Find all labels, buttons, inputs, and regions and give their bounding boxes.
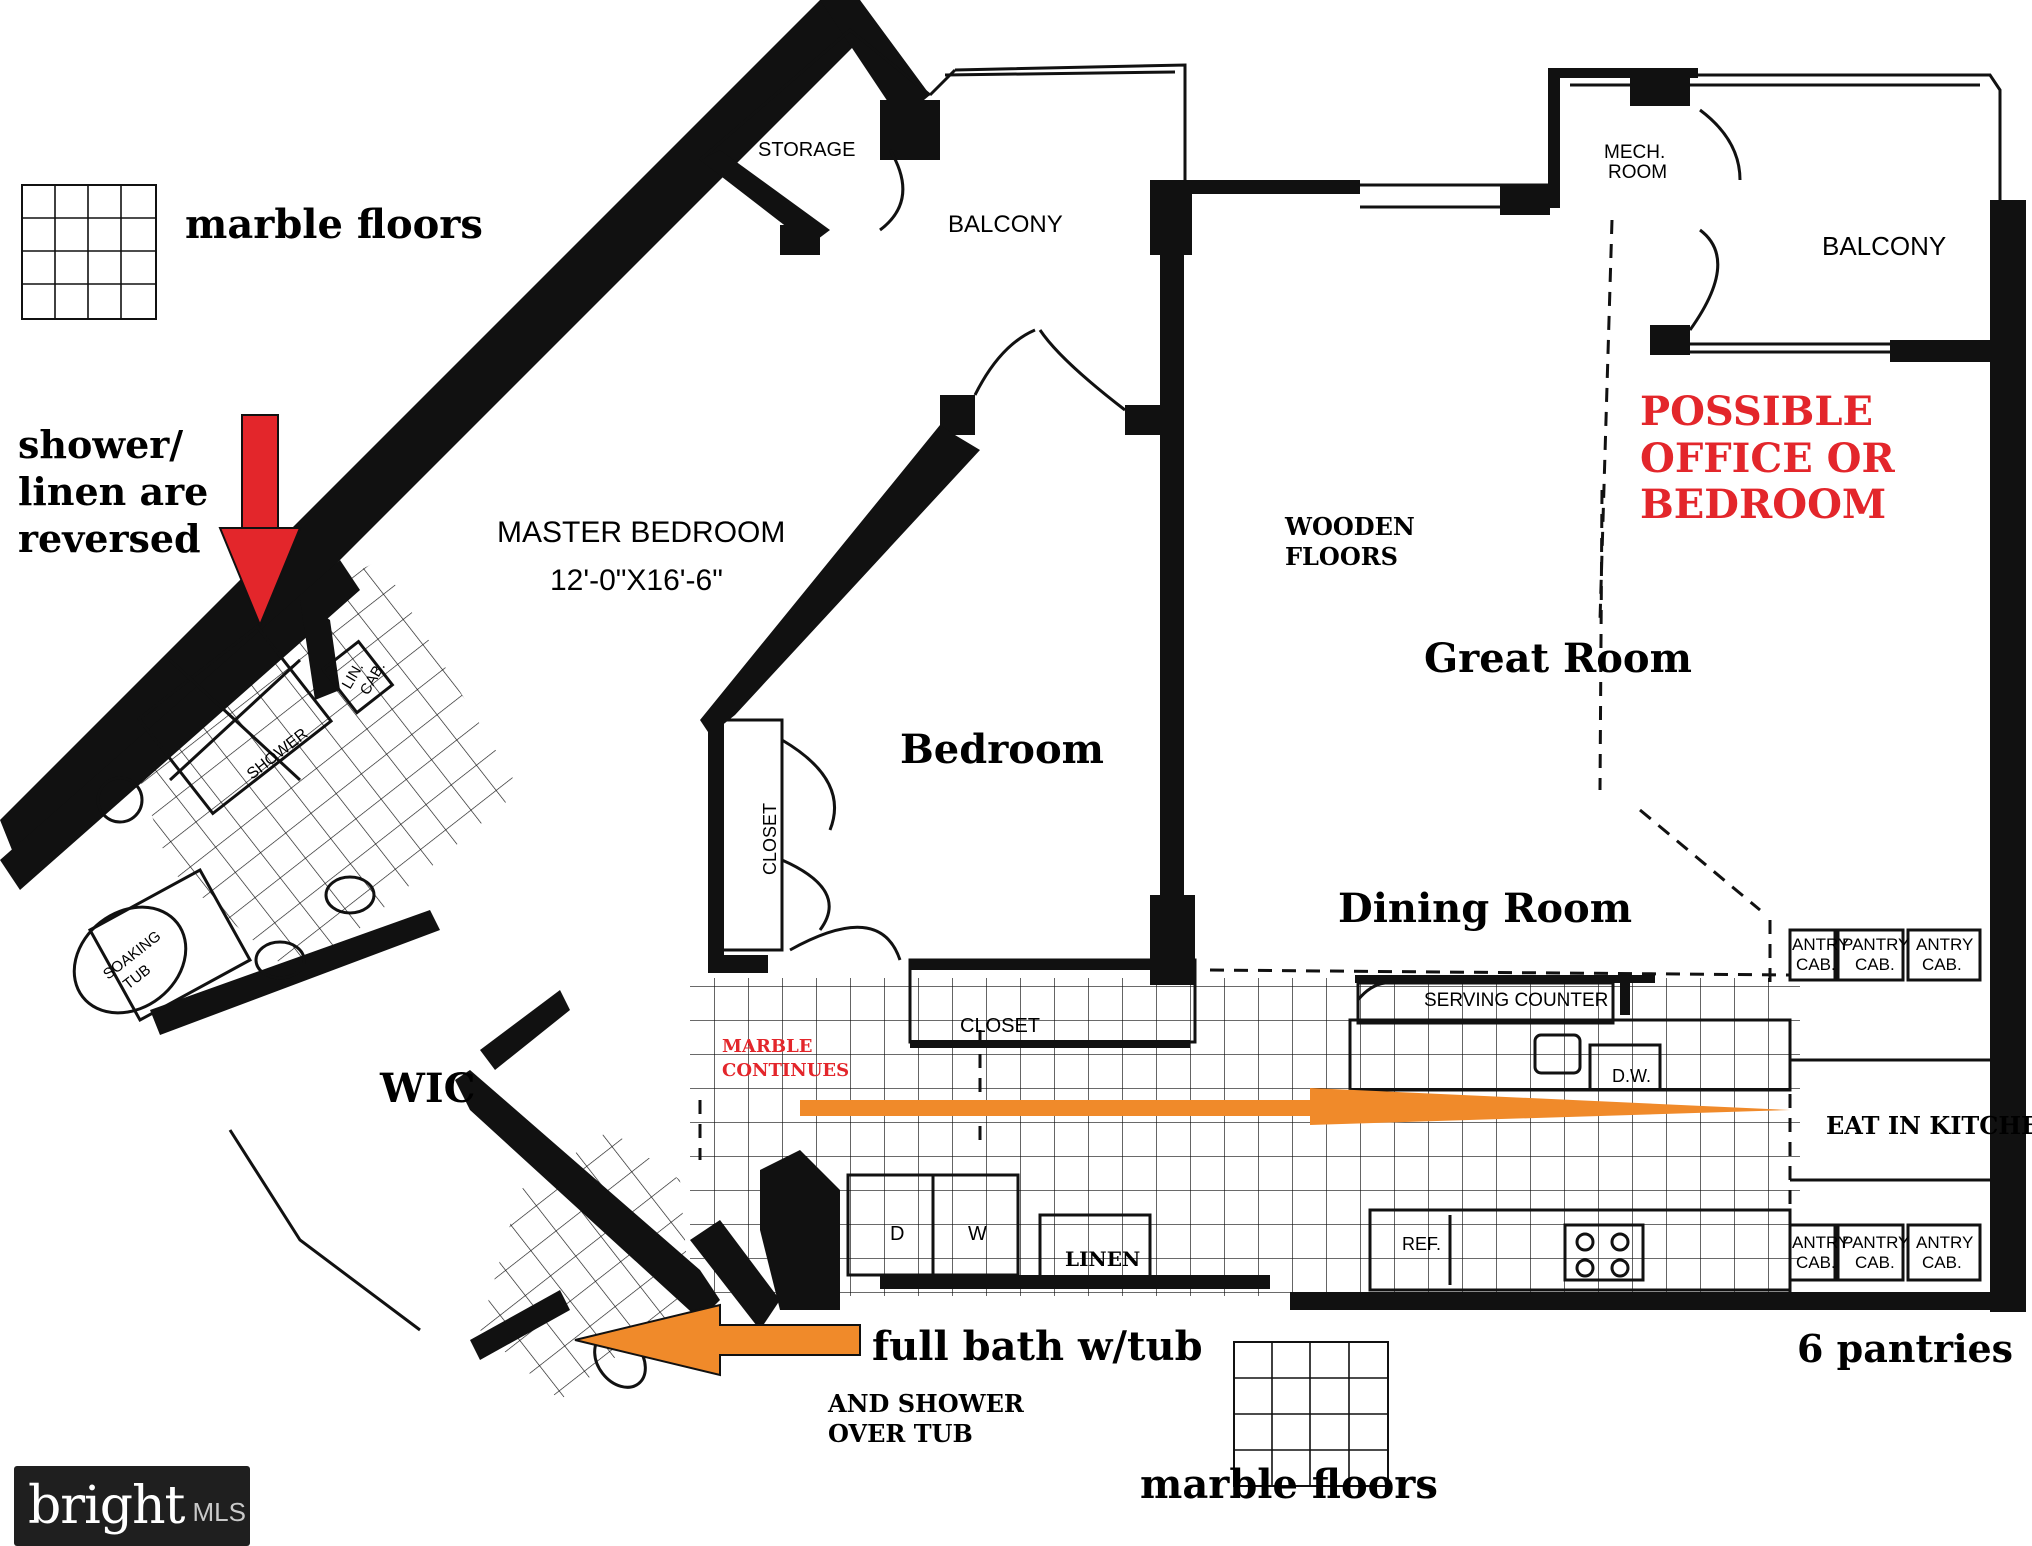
pantry-bottom-3b: CAB. bbox=[1922, 1253, 1962, 1272]
pantry-bottom-2b: CAB. bbox=[1855, 1253, 1895, 1272]
shower-note-line2: linen are bbox=[18, 469, 208, 514]
closet-horizontal-label: CLOSET bbox=[960, 1015, 1040, 1037]
legend-top-label: marble floors bbox=[185, 201, 483, 248]
dryer-label: D bbox=[890, 1223, 904, 1245]
balcony-right-label: BALCONY bbox=[1822, 231, 1946, 261]
full-bath-label: full bath w/tub bbox=[872, 1323, 1203, 1370]
refrigerator-label: REF. bbox=[1402, 1234, 1441, 1254]
pantry-top-1b: CAB. bbox=[1796, 955, 1836, 974]
shower-note-line3: reversed bbox=[18, 516, 201, 561]
linen-label: LINEN bbox=[1065, 1247, 1140, 1271]
pantry-top-2a: PANTRY bbox=[1842, 935, 1909, 954]
storage-label: STORAGE bbox=[758, 139, 855, 161]
possible-office-line1: POSSIBLE bbox=[1640, 388, 1873, 435]
logo-brand: bright bbox=[28, 1476, 185, 1536]
dishwasher-label: D.W. bbox=[1612, 1066, 1651, 1086]
pantry-top-3b: CAB. bbox=[1922, 955, 1962, 974]
pantry-bottom-1a: ANTRY bbox=[1792, 1233, 1849, 1252]
mech-room-line1: MECH. bbox=[1604, 142, 1665, 163]
marble-continues-line2: CONTINUES bbox=[722, 1060, 849, 1081]
wooden-floors-line2: FLOORS bbox=[1285, 542, 1398, 571]
logo-suffix: MLS bbox=[192, 1496, 246, 1527]
wic-label: WIC bbox=[379, 1065, 475, 1112]
pantry-top-3a: ANTRY bbox=[1916, 935, 1973, 954]
closet-vertical-label: CLOSET bbox=[760, 803, 780, 875]
marble-floor-kitchen bbox=[690, 978, 1800, 1296]
shower-over-tub-line2: OVER TUB bbox=[828, 1419, 973, 1448]
pantry-top-2b: CAB. bbox=[1855, 955, 1895, 974]
pantry-bottom-1b: CAB. bbox=[1796, 1253, 1836, 1272]
dashed-boundaries bbox=[698, 219, 1792, 1295]
pantry-bottom-2a: PANTRY bbox=[1842, 1233, 1909, 1252]
serving-counter-label: SERVING COUNTER bbox=[1424, 990, 1608, 1011]
shower-note-line1: shower/ bbox=[18, 422, 183, 467]
red-arrow bbox=[218, 414, 302, 628]
orange-arrow-kitchen bbox=[800, 1088, 1790, 1125]
wooden-floors-line1: WOODEN bbox=[1284, 512, 1415, 541]
dining-room-label: Dining Room bbox=[1338, 885, 1632, 932]
bright-mls-logo: bright MLS bbox=[14, 1466, 250, 1546]
legend-grid-bottom bbox=[1233, 1341, 1389, 1487]
great-room-label: Great Room bbox=[1424, 635, 1692, 682]
mech-room-line2: ROOM bbox=[1608, 162, 1667, 183]
master-bedroom-dims: 12'-0"X16'-6" bbox=[550, 564, 723, 597]
possible-office-line2: OFFICE OR bbox=[1640, 435, 1895, 482]
pantry-bottom-3a: ANTRY bbox=[1916, 1233, 1973, 1252]
eat-in-kitchen-label: EAT IN KITCHEN bbox=[1826, 1111, 2032, 1140]
balcony-left-label: BALCONY bbox=[948, 211, 1063, 238]
pantries-label: 6 pantries bbox=[1797, 1326, 2013, 1371]
pantry-top-1a: ANTRY bbox=[1792, 935, 1849, 954]
shower-over-tub-line1: AND SHOWER bbox=[827, 1389, 1025, 1418]
legend-grid-top bbox=[21, 184, 157, 320]
interior-lines bbox=[72, 28, 2002, 1389]
possible-office-line3: BEDROOM bbox=[1640, 481, 1886, 528]
orange-arrow-bath bbox=[574, 1303, 861, 1377]
bedroom-label: Bedroom bbox=[900, 726, 1104, 773]
legend-bottom-label: marble floors bbox=[1140, 1461, 1438, 1508]
washer-label: W bbox=[968, 1223, 987, 1245]
marble-continues-line1: MARBLE bbox=[722, 1036, 812, 1057]
master-bedroom-label: MASTER BEDROOM bbox=[497, 516, 785, 549]
